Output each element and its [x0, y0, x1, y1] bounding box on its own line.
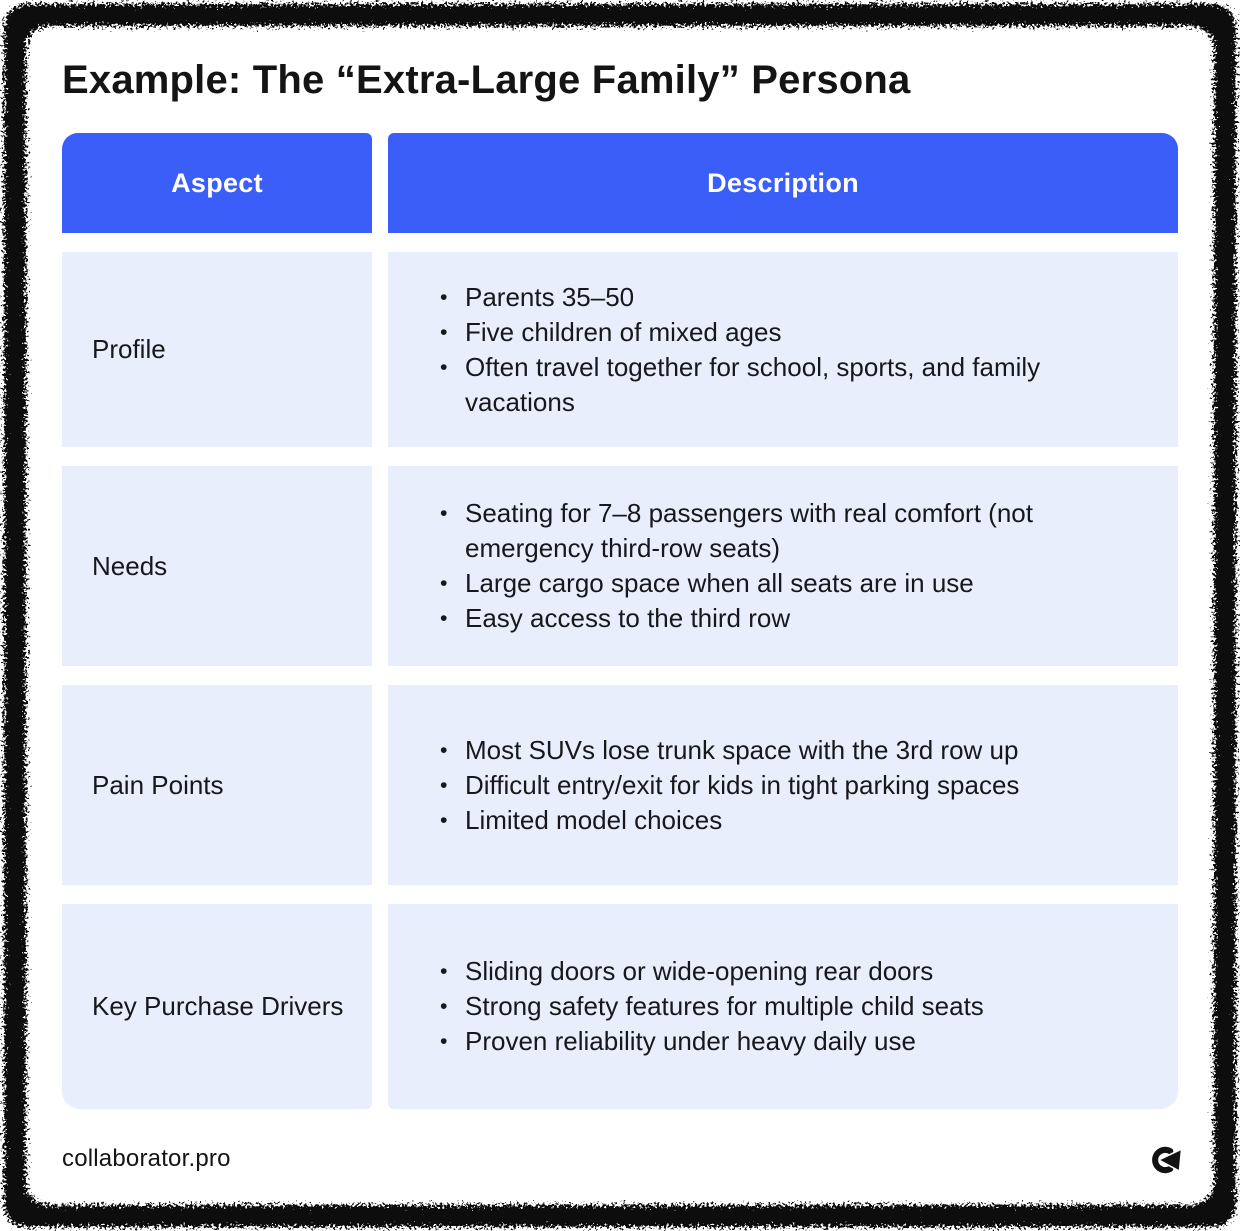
bullet-item: Large cargo space when all seats are in … — [438, 566, 1138, 601]
bullet-item: Limited model choices — [438, 803, 1019, 838]
column-header-description: Description — [388, 133, 1178, 233]
content-card: Example: The “Extra-Large Family” Person… — [25, 25, 1215, 1206]
description-cell: Parents 35–50Five children of mixed ages… — [388, 252, 1178, 447]
bullet-item: Often travel together for school, sports… — [438, 350, 1138, 420]
aspect-label: Needs — [92, 550, 168, 581]
bullet-item: Sliding doors or wide-opening rear doors — [438, 954, 984, 989]
bullet-item: Proven reliability under heavy daily use — [438, 1024, 984, 1059]
description-cell: Seating for 7–8 passengers with real com… — [388, 466, 1178, 666]
page-title: Example: The “Extra-Large Family” Person… — [62, 58, 911, 102]
aspect-label: Key Purchase Drivers — [92, 991, 344, 1021]
description-cell: Most SUVs lose trunk space with the 3rd … — [388, 685, 1178, 885]
bullet-item: Most SUVs lose trunk space with the 3rd … — [438, 733, 1019, 768]
aspect-cell: Profile — [62, 252, 372, 447]
bullet-list: Most SUVs lose trunk space with the 3rd … — [438, 733, 1019, 838]
aspect-cell: Key Purchase Drivers — [62, 904, 372, 1109]
collaborator-logo-icon — [1152, 1146, 1182, 1174]
bullet-item: Seating for 7–8 passengers with real com… — [438, 496, 1138, 566]
bullet-item: Difficult entry/exit for kids in tight p… — [438, 768, 1019, 803]
bullet-list: Seating for 7–8 passengers with real com… — [438, 496, 1138, 636]
aspect-cell: Needs — [62, 466, 372, 666]
footer-site-label: collaborator.pro — [62, 1145, 231, 1172]
description-cell: Sliding doors or wide-opening rear doors… — [388, 904, 1178, 1109]
bullet-item: Strong safety features for multiple chil… — [438, 989, 984, 1024]
bullet-item: Easy access to the third row — [438, 601, 1138, 636]
aspect-label: Profile — [92, 334, 166, 364]
aspect-label: Pain Points — [92, 769, 224, 800]
column-header-aspect: Aspect — [62, 133, 372, 233]
bullet-list: Parents 35–50Five children of mixed ages… — [438, 280, 1138, 420]
aspect-cell: Pain Points — [62, 685, 372, 885]
persona-table: Aspect Description Profile Parents 35–50… — [62, 133, 1178, 1109]
bullet-list: Sliding doors or wide-opening rear doors… — [438, 954, 984, 1059]
bullet-item: Five children of mixed ages — [438, 315, 1138, 350]
bullet-item: Parents 35–50 — [438, 280, 1138, 315]
